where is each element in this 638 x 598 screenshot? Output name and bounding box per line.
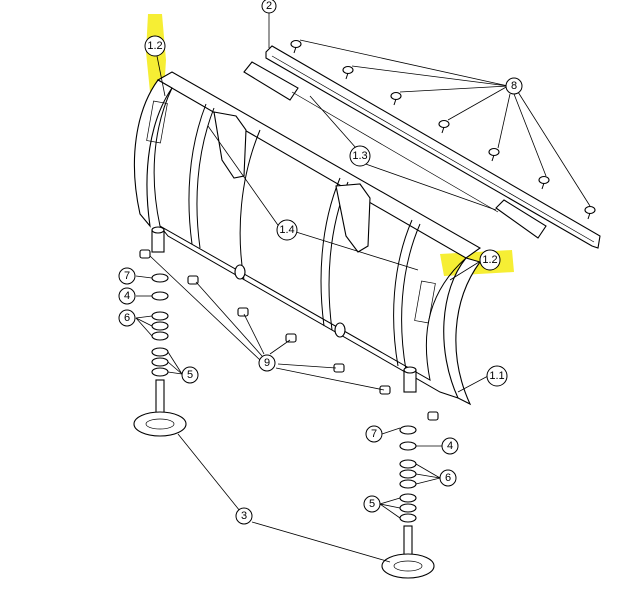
svg-text:4: 4 (124, 290, 130, 302)
callout-1-2-right: 1.2 (479, 249, 501, 271)
callout-5-left: 5 (181, 366, 199, 384)
right-shoe-assembly (381, 425, 435, 579)
svg-text:4: 4 (447, 440, 453, 452)
wear-strip (243, 61, 547, 239)
svg-text:5: 5 (187, 369, 193, 381)
svg-text:1.4: 1.4 (279, 224, 294, 236)
svg-text:1.2: 1.2 (482, 254, 497, 266)
callout-8: 8 (505, 77, 523, 95)
svg-text:8: 8 (511, 80, 517, 92)
hardware-nuts (139, 249, 439, 421)
callout-1-2-left: 1.2 (144, 35, 166, 57)
callout-4-right: 4 (441, 437, 459, 455)
svg-text:5: 5 (369, 498, 375, 510)
svg-text:3: 3 (241, 510, 247, 522)
svg-text:1.1: 1.1 (489, 370, 504, 382)
callout-5-right: 5 (363, 495, 381, 513)
moldboard-blade (133, 71, 482, 406)
svg-text:1.3: 1.3 (352, 150, 367, 162)
svg-text:6: 6 (124, 312, 130, 324)
svg-text:6: 6 (445, 472, 451, 484)
callout-7-right: 7 (365, 425, 383, 443)
leader-lines (135, 12, 591, 563)
svg-text:1.2: 1.2 (147, 40, 162, 52)
callout-4-left: 4 (118, 287, 136, 305)
svg-text:2: 2 (266, 0, 272, 12)
callout-3: 3 (235, 507, 253, 525)
bolts (290, 39, 596, 220)
svg-text:7: 7 (371, 428, 377, 440)
svg-text:9: 9 (264, 357, 270, 369)
callout-6-right: 6 (439, 469, 457, 487)
svg-text:7: 7 (124, 270, 130, 282)
callout-2: 2 (261, 0, 277, 14)
left-shoe-assembly (133, 273, 187, 437)
callout-1-3: 1.3 (349, 145, 371, 167)
cutting-edge (265, 45, 601, 249)
callout-7-left: 7 (118, 267, 136, 285)
callout-1-4: 1.4 (276, 219, 298, 241)
callout-9: 9 (258, 354, 276, 372)
callout-6-left: 6 (118, 309, 136, 327)
callout-1-1: 1.1 (486, 365, 508, 387)
